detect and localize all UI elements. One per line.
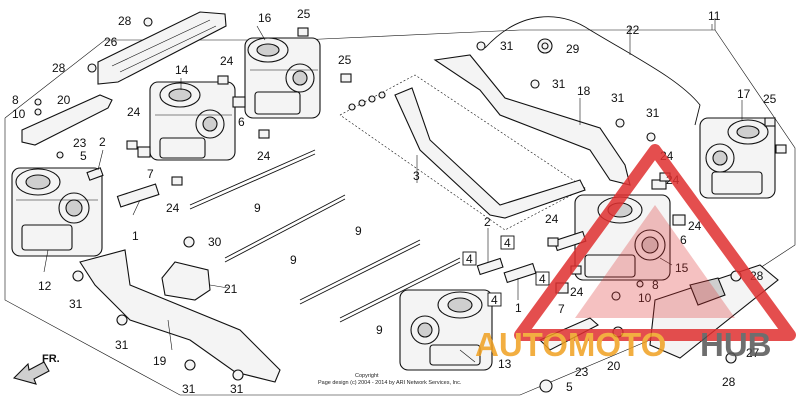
top-stay-bracket bbox=[97, 11, 227, 85]
callout-10: 10 bbox=[12, 107, 26, 121]
callout-24a: 24 bbox=[127, 105, 141, 119]
callout-6b: 6 bbox=[680, 233, 687, 247]
copyright: Copyright Page design (c) 2004 - 2014 by… bbox=[318, 373, 462, 386]
callout-5: 5 bbox=[80, 149, 87, 163]
callout-9b: 9 bbox=[290, 253, 297, 267]
callout-2: 2 bbox=[99, 135, 106, 149]
callout-4b: 4 bbox=[504, 236, 511, 250]
callout-24i: 24 bbox=[688, 219, 702, 233]
callout-24e: 24 bbox=[545, 212, 559, 226]
copyright-line-1: Copyright bbox=[355, 373, 379, 379]
nuts-and-bolts bbox=[34, 17, 742, 393]
callout-31d: 31 bbox=[230, 382, 244, 396]
callout-19: 19 bbox=[153, 354, 167, 368]
callout-5b: 5 bbox=[566, 380, 573, 394]
callout-25b: 25 bbox=[338, 53, 352, 67]
callout-23b: 23 bbox=[575, 365, 589, 379]
carburetor-14 bbox=[149, 81, 236, 161]
lower-stay-19 bbox=[79, 249, 281, 383]
callout-7b: 7 bbox=[558, 302, 565, 316]
callout-1: 1 bbox=[132, 229, 139, 243]
callout-9a: 9 bbox=[254, 201, 261, 215]
callout-4d: 4 bbox=[539, 272, 546, 286]
watermark-triangle-inner bbox=[575, 205, 735, 318]
callout-21: 21 bbox=[224, 282, 238, 296]
callout-16: 16 bbox=[258, 11, 272, 25]
callout-4a: 4 bbox=[466, 252, 473, 266]
callout-31g: 31 bbox=[611, 91, 625, 105]
stay-20 bbox=[21, 94, 113, 146]
boxed-markers bbox=[462, 235, 550, 307]
callout-8b: 8 bbox=[652, 278, 659, 292]
bracket-21 bbox=[161, 261, 211, 301]
carburetor-16 bbox=[244, 37, 321, 119]
callout-10b: 10 bbox=[638, 291, 652, 305]
watermark-text-dark: HUB bbox=[700, 326, 772, 363]
cable-22 bbox=[484, 16, 701, 126]
callout-2b: 2 bbox=[484, 215, 491, 229]
callout-31c: 31 bbox=[182, 382, 196, 396]
callout-26: 26 bbox=[104, 35, 118, 49]
watermark-text-orange: AUTOMOTO bbox=[475, 326, 666, 363]
callout-8: 8 bbox=[12, 93, 19, 107]
callout-31e: 31 bbox=[500, 39, 514, 53]
callout-11: 11 bbox=[708, 9, 721, 23]
leader-lines bbox=[43, 24, 743, 363]
carburetor-12 bbox=[11, 167, 103, 257]
springs-and-collars bbox=[86, 27, 787, 294]
callout-30: 30 bbox=[208, 235, 222, 249]
callout-17: 17 bbox=[737, 87, 751, 101]
callout-12: 12 bbox=[38, 279, 52, 293]
link-plate-3 bbox=[339, 74, 586, 231]
callout-13: 13 bbox=[498, 357, 512, 371]
callout-28b: 28 bbox=[52, 61, 66, 75]
callout-28a: 28 bbox=[118, 14, 132, 28]
callout-6: 6 bbox=[238, 115, 245, 129]
callout-18: 18 bbox=[577, 84, 591, 98]
front-direction-arrow: FR. bbox=[12, 353, 60, 385]
callout-15: 15 bbox=[675, 261, 689, 275]
callout-20: 20 bbox=[57, 93, 71, 107]
callout-31f: 31 bbox=[552, 77, 566, 91]
carburetor-13 bbox=[399, 289, 493, 371]
callout-24d: 24 bbox=[257, 149, 271, 163]
upper-stay-18 bbox=[433, 54, 631, 186]
callout-9c: 9 bbox=[355, 224, 362, 238]
callout-23: 23 bbox=[73, 136, 87, 150]
callout-25a: 25 bbox=[297, 7, 311, 21]
callout-31a: 31 bbox=[69, 297, 83, 311]
callout-7: 7 bbox=[147, 167, 154, 181]
callout-31b: 31 bbox=[115, 338, 129, 352]
copyright-line-2: Page design (c) 2004 - 2014 by ARI Netwo… bbox=[318, 380, 462, 386]
callout-9d: 9 bbox=[376, 323, 383, 337]
watermark-logo: AUTOMOTO HUB bbox=[475, 144, 796, 363]
callout-25c: 25 bbox=[763, 92, 777, 106]
throttle-shafts bbox=[189, 149, 461, 323]
callout-20b: 20 bbox=[607, 359, 621, 373]
callout-24c: 24 bbox=[220, 54, 234, 68]
callout-1b: 1 bbox=[515, 301, 522, 315]
carburetor-17 bbox=[699, 117, 776, 199]
callout-31h: 31 bbox=[646, 106, 660, 120]
callout-14: 14 bbox=[175, 63, 189, 77]
direction-label: FR. bbox=[42, 353, 60, 365]
callout-4c: 4 bbox=[491, 293, 498, 307]
watermark-triangle bbox=[514, 144, 796, 341]
callout-29: 29 bbox=[566, 42, 580, 56]
callout-24b: 24 bbox=[166, 201, 180, 215]
callout-27: 27 bbox=[746, 346, 760, 360]
callout-28d: 28 bbox=[722, 375, 736, 389]
callout-3: 3 bbox=[413, 169, 420, 183]
callout-22: 22 bbox=[626, 23, 640, 37]
callout-24f: 24 bbox=[570, 285, 584, 299]
